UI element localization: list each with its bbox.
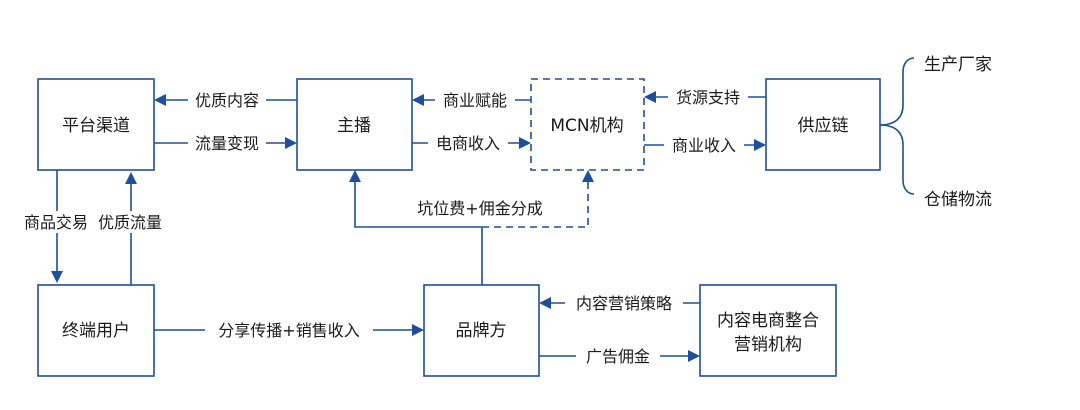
supply-branch-manufacturer: 生产厂家	[924, 55, 992, 75]
supply-branch-logistics: 仓储物流	[924, 190, 992, 210]
supply-label: 供应链	[798, 116, 849, 136]
business-income-arrowhead	[754, 139, 766, 151]
source-support-label-bg	[668, 87, 748, 107]
ad-commission-label-bg	[576, 346, 660, 366]
traffic-monetize-arrowhead	[285, 137, 297, 149]
content-strategy-label-bg	[565, 293, 683, 313]
user-edge-label-bg	[18, 211, 168, 233]
ad-commission-label: 广告佣金	[586, 347, 650, 366]
slot-fee-label: 坑位费+佣金分成	[417, 199, 542, 218]
business-income-label: 商业收入	[672, 136, 736, 155]
slot-fee-to-anchor-arrowhead	[349, 170, 361, 182]
slot-fee-to-mcn-arrowhead	[582, 170, 594, 182]
quality-content-arrowhead	[154, 94, 166, 106]
commerce-empower-label: 商业赋能	[443, 91, 507, 110]
traffic-monetize-label: 流量变现	[195, 134, 259, 153]
goods-trade-label: 商品交易	[24, 213, 88, 232]
agency-label-line1: 内容电商整合	[717, 311, 819, 331]
share-sales-label: 分享传播+销售收入	[218, 321, 359, 340]
content-strategy-arrowhead	[539, 297, 551, 309]
mcn-label: MCN机构	[550, 116, 623, 136]
supply-box	[765, 78, 881, 171]
quality-content-label: 优质内容	[195, 91, 259, 110]
ecommerce-income-arrowhead	[519, 137, 531, 149]
quality-content-label-bg	[188, 90, 266, 110]
supply-brace-top	[879, 57, 915, 126]
source-support-arrowhead	[644, 91, 656, 103]
ad-commission-arrowhead	[688, 350, 700, 362]
supply-brace-bottom	[879, 124, 915, 195]
commerce-empower-arrowhead	[412, 94, 424, 106]
brand-box	[423, 284, 540, 377]
platform-box	[37, 78, 155, 171]
business-income-label-bg	[664, 135, 744, 155]
share-sales-label-bg	[205, 319, 373, 341]
user-label: 终端用户	[62, 321, 130, 341]
ecommerce-income-label-bg	[428, 133, 508, 153]
quality-traffic-arrowhead	[125, 172, 137, 184]
share-sales-arrowhead	[412, 324, 424, 336]
content-strategy-label: 内容营销策略	[576, 294, 672, 313]
traffic-monetize-label-bg	[188, 133, 266, 153]
slot-fee-to-anchor-line	[354, 180, 482, 228]
source-support-label: 货源支持	[676, 88, 740, 107]
goods-trade-arrowhead	[51, 271, 63, 283]
platform-label: 平台渠道	[62, 116, 130, 136]
slot-fee-to-mcn-line	[482, 182, 589, 228]
mcn-box	[530, 78, 645, 171]
commerce-empower-label-bg	[435, 90, 515, 110]
quality-traffic-label: 优质流量	[98, 213, 162, 232]
agency-label-line2: 营销机构	[734, 335, 802, 355]
brand-label: 品牌方	[456, 321, 507, 341]
ecommerce-income-label: 电商收入	[436, 134, 500, 153]
anchor-label: 主播	[337, 116, 371, 136]
anchor-box	[296, 78, 413, 171]
agency-box	[699, 284, 837, 377]
